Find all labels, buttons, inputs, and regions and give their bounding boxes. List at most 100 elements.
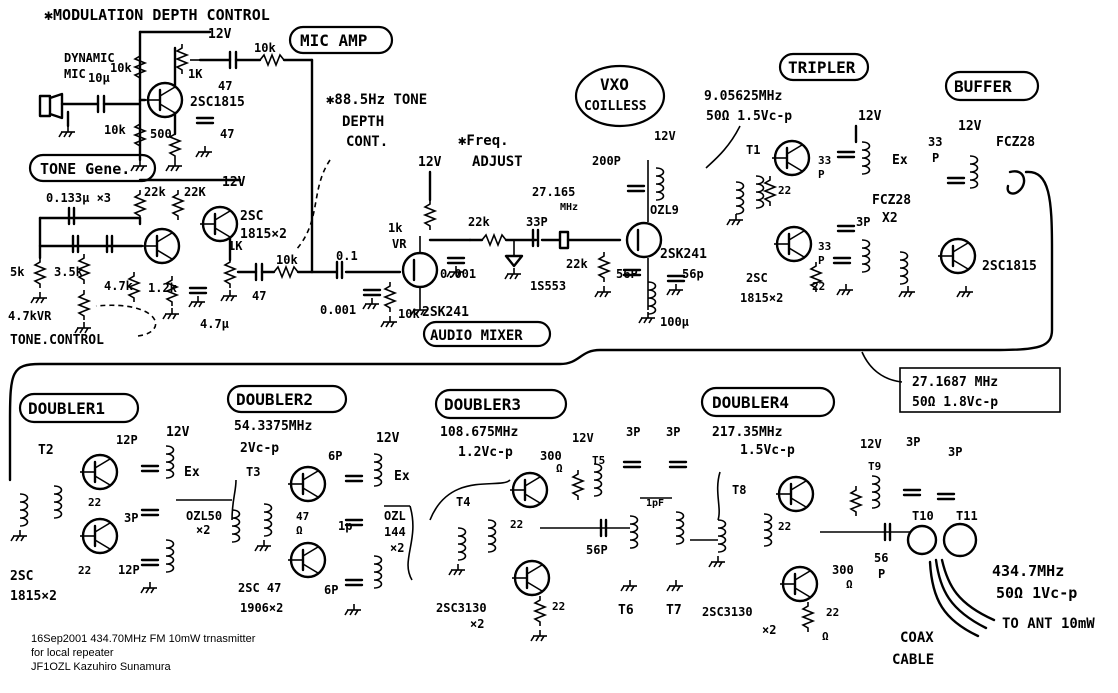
svg-text:VXO: VXO bbox=[600, 75, 629, 94]
svg-text:12P: 12P bbox=[118, 563, 140, 577]
svg-text:22: 22 bbox=[88, 496, 101, 509]
svg-text:2SC: 2SC bbox=[240, 209, 263, 224]
svg-text:12V: 12V bbox=[958, 119, 982, 134]
svg-text:BUFFER: BUFFER bbox=[954, 77, 1012, 96]
svg-text:MIC: MIC bbox=[64, 67, 86, 81]
dynamic-mic: DYNAMIC MIC bbox=[38, 51, 115, 138]
svg-text:T6: T6 bbox=[618, 603, 634, 618]
svg-text:1.2Vc-p: 1.2Vc-p bbox=[458, 445, 513, 460]
svg-text:12P: 12P bbox=[116, 433, 138, 447]
svg-text:200P: 200P bbox=[592, 154, 621, 168]
svg-text:TONE.CONTROL: TONE.CONTROL bbox=[10, 333, 104, 348]
svg-text:12V: 12V bbox=[376, 431, 400, 446]
svg-text:CONT.: CONT. bbox=[346, 134, 388, 150]
svg-text:Ω: Ω bbox=[556, 462, 563, 475]
svg-text:50Ω 1.5Vc-p: 50Ω 1.5Vc-p bbox=[706, 109, 792, 124]
svg-text:T11: T11 bbox=[956, 509, 978, 523]
svg-text:OZL9: OZL9 bbox=[650, 203, 679, 217]
svg-text:3P: 3P bbox=[626, 425, 640, 439]
svg-text:3P: 3P bbox=[124, 511, 138, 525]
svg-text:22: 22 bbox=[778, 184, 791, 197]
caption: 16Sep2001 434.70MHz FM 10mW trnasmitter … bbox=[31, 632, 255, 674]
depth-pot: 12V 1K 47 47 bbox=[138, 27, 234, 158]
svg-text:33P: 33P bbox=[526, 215, 548, 229]
svg-text:Ω: Ω bbox=[822, 630, 829, 643]
svg-text:×2: ×2 bbox=[762, 623, 776, 637]
svg-text:Ex: Ex bbox=[184, 465, 200, 480]
svg-text:50Ω 1.8Vc-p: 50Ω 1.8Vc-p bbox=[912, 395, 998, 410]
svg-text:22: 22 bbox=[510, 518, 523, 531]
svg-text:10k: 10k bbox=[276, 253, 298, 267]
svg-text:TONE Gene.: TONE Gene. bbox=[40, 160, 130, 178]
svg-text:X2: X2 bbox=[882, 211, 898, 226]
svg-text:3.5k: 3.5k bbox=[54, 265, 84, 279]
svg-text:✱Freq.: ✱Freq. bbox=[458, 133, 509, 149]
output-spec: 434.7MHz 50Ω 1Vc-p TO ANT 10mW COAX CABL… bbox=[892, 562, 1095, 668]
svg-text:T4: T4 bbox=[456, 495, 470, 509]
svg-text:10k: 10k bbox=[104, 123, 126, 137]
svg-text:AUDIO MIXER: AUDIO MIXER bbox=[430, 328, 523, 344]
tone-depth-note: ✱88.5Hz TONE DEPTH CONT. bbox=[295, 92, 427, 251]
svg-text:100μ: 100μ bbox=[660, 315, 689, 329]
svg-text:T5: T5 bbox=[592, 454, 605, 467]
svg-text:33: 33 bbox=[928, 135, 942, 149]
svg-text:5k: 5k bbox=[10, 265, 25, 279]
svg-text:2Vc-p: 2Vc-p bbox=[240, 441, 279, 456]
svg-text:COILLESS: COILLESS bbox=[584, 99, 647, 114]
svg-text:×2: ×2 bbox=[470, 617, 484, 631]
svg-text:T9: T9 bbox=[868, 460, 881, 473]
svg-text:1.2k: 1.2k bbox=[148, 281, 178, 295]
svg-text:ADJUST: ADJUST bbox=[472, 154, 523, 170]
doubler2-label: DOUBLER2 54.3375MHz 2Vc-p bbox=[226, 384, 348, 456]
vxo-label: VXO COILLESS bbox=[574, 64, 666, 128]
svg-text:22: 22 bbox=[778, 520, 791, 533]
doubler4-circuit: T8 22 22 Ω 2SC3130 ×2 12V T9 300 Ω 56 P … bbox=[702, 435, 996, 643]
svg-text:1K: 1K bbox=[228, 239, 243, 253]
svg-text:12V: 12V bbox=[222, 175, 246, 190]
svg-text:9.05625MHz: 9.05625MHz bbox=[704, 89, 782, 104]
caption-line-1: 16Sep2001 434.70MHz FM 10mW trnasmitter bbox=[31, 633, 256, 645]
svg-text:2SK241: 2SK241 bbox=[422, 305, 469, 320]
svg-text:Ex: Ex bbox=[394, 469, 410, 484]
svg-text:3P: 3P bbox=[856, 215, 870, 229]
svg-text:CABLE: CABLE bbox=[892, 652, 934, 668]
doubler1-label: DOUBLER1 bbox=[18, 392, 140, 424]
svg-text:2SC3130: 2SC3130 bbox=[436, 601, 487, 615]
doubler1-circuit: T2 22 22 2SC 1815×2 12P 12V Ex 3P 12P OZ… bbox=[10, 425, 222, 604]
svg-text:✱MODULATION DEPTH CONTROL: ✱MODULATION DEPTH CONTROL bbox=[44, 6, 270, 24]
svg-text:T10: T10 bbox=[912, 509, 934, 523]
vxo-circuit: 22k 33P 27.165 MHz 1S553 22k 2SK241 12V … bbox=[468, 129, 707, 329]
svg-text:47: 47 bbox=[220, 127, 234, 141]
svg-text:4.7kVR: 4.7kVR bbox=[8, 309, 52, 323]
svg-text:FCZ28: FCZ28 bbox=[996, 135, 1035, 150]
svg-text:33: 33 bbox=[818, 154, 831, 167]
svg-text:OZL: OZL bbox=[384, 509, 406, 523]
doubler2-circuit: T3 47 Ω 2SC 47 1906×2 6P 12V Ex 1p 6P OZ… bbox=[231, 431, 410, 616]
doubler3-label: DOUBLER3 108.675MHz 1.2Vc-p bbox=[434, 388, 568, 460]
svg-text:434.7MHz: 434.7MHz bbox=[992, 562, 1064, 580]
tone-generator: 0.133μ ×3 12V 22k 22K 2SC 1815×2 5k 3.5k… bbox=[8, 175, 314, 334]
svg-text:144: 144 bbox=[384, 525, 406, 539]
svg-text:DYNAMIC: DYNAMIC bbox=[64, 51, 115, 65]
svg-text:DEPTH: DEPTH bbox=[342, 114, 384, 130]
svg-text:6P: 6P bbox=[328, 449, 342, 463]
audio-mixer: 0.1 0.001 10k 2SK241 AUDIO MIXER bbox=[310, 236, 552, 348]
svg-text:300: 300 bbox=[540, 449, 562, 463]
svg-text:4.7k: 4.7k bbox=[104, 279, 134, 293]
svg-text:DOUBLER4: DOUBLER4 bbox=[712, 393, 789, 412]
svg-text:300: 300 bbox=[832, 563, 854, 577]
svg-text:2SC3130: 2SC3130 bbox=[702, 605, 753, 619]
svg-text:DOUBLER3: DOUBLER3 bbox=[444, 395, 521, 414]
freq-adjust-vr: 12V 1k VR 0.001 ✱Freq. ADJUST bbox=[388, 133, 523, 281]
svg-text:2SC1815: 2SC1815 bbox=[190, 95, 245, 110]
svg-text:P: P bbox=[818, 254, 825, 267]
svg-text:P: P bbox=[818, 168, 825, 181]
svg-text:1906×2: 1906×2 bbox=[240, 601, 283, 615]
svg-text:56p: 56p bbox=[682, 267, 704, 281]
svg-text:27.165: 27.165 bbox=[532, 185, 575, 199]
svg-text:47: 47 bbox=[252, 289, 266, 303]
svg-text:OZL50: OZL50 bbox=[186, 509, 222, 523]
svg-text:MIC AMP: MIC AMP bbox=[300, 31, 367, 50]
svg-text:3P: 3P bbox=[906, 435, 920, 449]
